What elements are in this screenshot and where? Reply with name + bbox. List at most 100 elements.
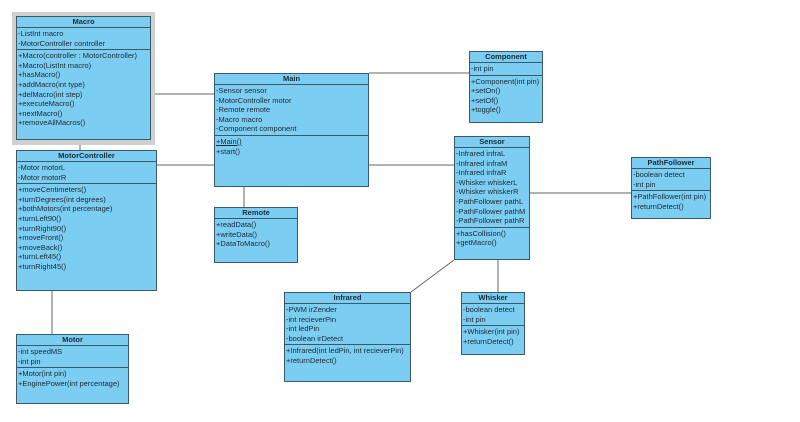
attribute[interactable]: -MotorController controller: [18, 38, 106, 48]
operations-compartment: +Component(int pin)+setOn()+setOf()+togg…: [470, 76, 542, 116]
attribute[interactable]: -boolean detect: [633, 170, 685, 179]
attribute[interactable]: -PathFollower pathM: [456, 206, 526, 216]
attribute[interactable]: -PWM irZender: [286, 305, 337, 314]
class-pathfollower[interactable]: PathFollower-boolean detect-int pin+Path…: [631, 157, 711, 219]
operation[interactable]: +executeMacro(): [18, 99, 75, 109]
operation[interactable]: +moveBack(): [18, 242, 63, 252]
attribute[interactable]: -int pin: [18, 356, 41, 366]
attribute[interactable]: -ListInt macro: [18, 29, 64, 38]
operation[interactable]: +bothMotors(int percentage): [18, 204, 113, 214]
attribute[interactable]: -int pin: [633, 179, 656, 189]
class-infrared[interactable]: Infrared-PWM irZender-int recieverPin-in…: [284, 292, 411, 382]
operation[interactable]: +setOf(): [471, 95, 499, 105]
operation[interactable]: +turnLeft90(): [18, 213, 62, 223]
operations-compartment: +Motor(int pin)+EnginePower(int percenta…: [17, 368, 128, 389]
operation[interactable]: +returnDetect(): [463, 336, 514, 346]
class-name: MotorController: [17, 151, 156, 162]
attribute[interactable]: -int recieverPin: [286, 314, 337, 324]
class-whisker[interactable]: Whisker-boolean detect-int pin+Whisker(i…: [461, 292, 525, 355]
attribute[interactable]: -int speedMS: [18, 347, 63, 356]
class-component[interactable]: Component-int pin+Component(int pin)+set…: [469, 51, 543, 123]
operation[interactable]: +Main(): [216, 136, 242, 146]
attribute[interactable]: -Motor motorR: [18, 172, 67, 182]
class-motorcontroller[interactable]: MotorController-Motor motorL-Motor motor…: [16, 150, 157, 291]
operation[interactable]: +Component(int pin): [471, 76, 540, 86]
attributes-compartment: -int pin: [470, 63, 542, 76]
attributes-compartment: -Infrared infraL-Infrared infraM-Infrare…: [455, 148, 529, 228]
class-main[interactable]: Main-Sensor sensor-MotorController motor…: [214, 73, 369, 187]
attribute[interactable]: -Remote remote: [216, 105, 271, 115]
attribute[interactable]: -int pin: [471, 64, 494, 73]
class-name: Motor: [17, 335, 128, 346]
operation[interactable]: +delMacro(int step): [18, 89, 83, 99]
attribute[interactable]: -Motor motorL: [18, 163, 66, 172]
class-name: Macro: [17, 17, 150, 28]
attribute[interactable]: -Infrared infraL: [456, 149, 506, 158]
operation[interactable]: +toggle(): [471, 105, 501, 115]
operation[interactable]: +removeAllMacros(): [18, 118, 86, 128]
attribute[interactable]: -Infrared infraR: [456, 168, 507, 178]
attribute[interactable]: -boolean irDetect: [286, 333, 344, 343]
operation[interactable]: +EnginePower(int percentage): [18, 378, 120, 388]
operation[interactable]: +turnLeft45(): [18, 252, 62, 262]
attribute[interactable]: -Sensor sensor: [216, 86, 267, 95]
attributes-compartment: -boolean detect-int pin: [462, 304, 524, 327]
class-macro[interactable]: Macro-ListInt macro-MotorController cont…: [16, 16, 151, 140]
attribute[interactable]: -PathFollower pathL: [456, 196, 524, 206]
attributes-compartment: -Motor motorL-Motor motorR: [17, 162, 156, 185]
operation[interactable]: +DataToMacro(): [216, 239, 270, 249]
operations-compartment: +Infrared(int ledPin, int recieverPin)+r…: [285, 345, 410, 366]
attribute[interactable]: -Whisker whiskerL: [456, 177, 518, 187]
class-name: Whisker: [462, 293, 524, 304]
operation[interactable]: +Macro(ListInt macro): [18, 60, 92, 70]
attributes-compartment: -boolean detect-int pin: [632, 169, 710, 192]
operation[interactable]: +start(): [216, 146, 240, 156]
class-motor[interactable]: Motor-int speedMS-int pin +Motor(int pin)…: [16, 334, 129, 404]
attribute[interactable]: -Whisker whiskerR: [456, 187, 519, 197]
operations-compartment: +Macro(controller : MotorController)+Mac…: [17, 50, 150, 129]
operation[interactable]: +turnRight45(): [18, 261, 67, 271]
operations-compartment: +Main()+start(): [215, 136, 368, 157]
attribute[interactable]: -PathFollower pathR: [456, 216, 525, 226]
operations-compartment: +readData()+writeData()+DataToMacro(): [215, 219, 297, 250]
operations-compartment: +moveCentimeters()+turnDegrees(int degre…: [17, 184, 156, 272]
class-name: PathFollower: [632, 158, 710, 169]
operation[interactable]: +PathFollower(int pin): [633, 192, 707, 202]
operation[interactable]: +Motor(int pin): [18, 369, 67, 379]
attribute[interactable]: -Macro macro: [216, 114, 263, 124]
attribute[interactable]: -MotorController motor: [216, 95, 292, 105]
class-name: Component: [470, 52, 542, 63]
attribute[interactable]: -boolean detect: [463, 305, 515, 314]
class-remote[interactable]: Remote+readData()+writeData()+DataToMacr…: [214, 207, 298, 263]
attributes-compartment: -ListInt macro-MotorController controlle…: [17, 28, 150, 51]
operation[interactable]: +getMacro(): [456, 238, 497, 248]
attribute[interactable]: -Infrared infraM: [456, 158, 508, 168]
class-name: Sensor: [455, 137, 529, 148]
operation[interactable]: +moveCentimeters(): [18, 185, 87, 195]
class-name: Main: [215, 74, 368, 85]
attributes-compartment: -Sensor sensor-MotorController motor-Rem…: [215, 85, 368, 136]
operation[interactable]: +nextMacro(): [18, 108, 63, 118]
operation[interactable]: +readData(): [216, 220, 257, 229]
class-sensor[interactable]: Sensor-Infrared infraL-Infrared infraM-I…: [454, 136, 530, 260]
operation[interactable]: +Macro(controller : MotorController): [18, 51, 137, 61]
operation[interactable]: +writeData(): [216, 229, 258, 239]
operation[interactable]: +hasCollision(): [456, 228, 506, 238]
operation[interactable]: +Infrared(int ledPin, int recieverPin): [286, 346, 404, 356]
operation[interactable]: +turnDegrees(int degrees): [18, 194, 106, 204]
operation[interactable]: +returnDetect(): [286, 355, 337, 365]
operation[interactable]: +hasMacro(): [18, 70, 61, 80]
attribute[interactable]: -Component component: [216, 124, 297, 134]
attribute[interactable]: -int pin: [463, 314, 486, 324]
operations-compartment: +PathFollower(int pin)+returnDetect(): [632, 191, 710, 212]
attribute[interactable]: -int ledPin: [286, 324, 320, 334]
operation[interactable]: +setOn(): [471, 86, 501, 96]
class-name: Remote: [215, 208, 297, 219]
operation[interactable]: +moveFront(): [18, 233, 64, 243]
operation[interactable]: +Whisker(int pin): [463, 327, 520, 337]
operation[interactable]: +returnDetect(): [633, 201, 684, 211]
operation[interactable]: +addMacro(int type): [18, 79, 85, 89]
operation[interactable]: +turnRight90(): [18, 223, 67, 233]
assoc-sensor-infrared[interactable]: [410, 259, 455, 293]
